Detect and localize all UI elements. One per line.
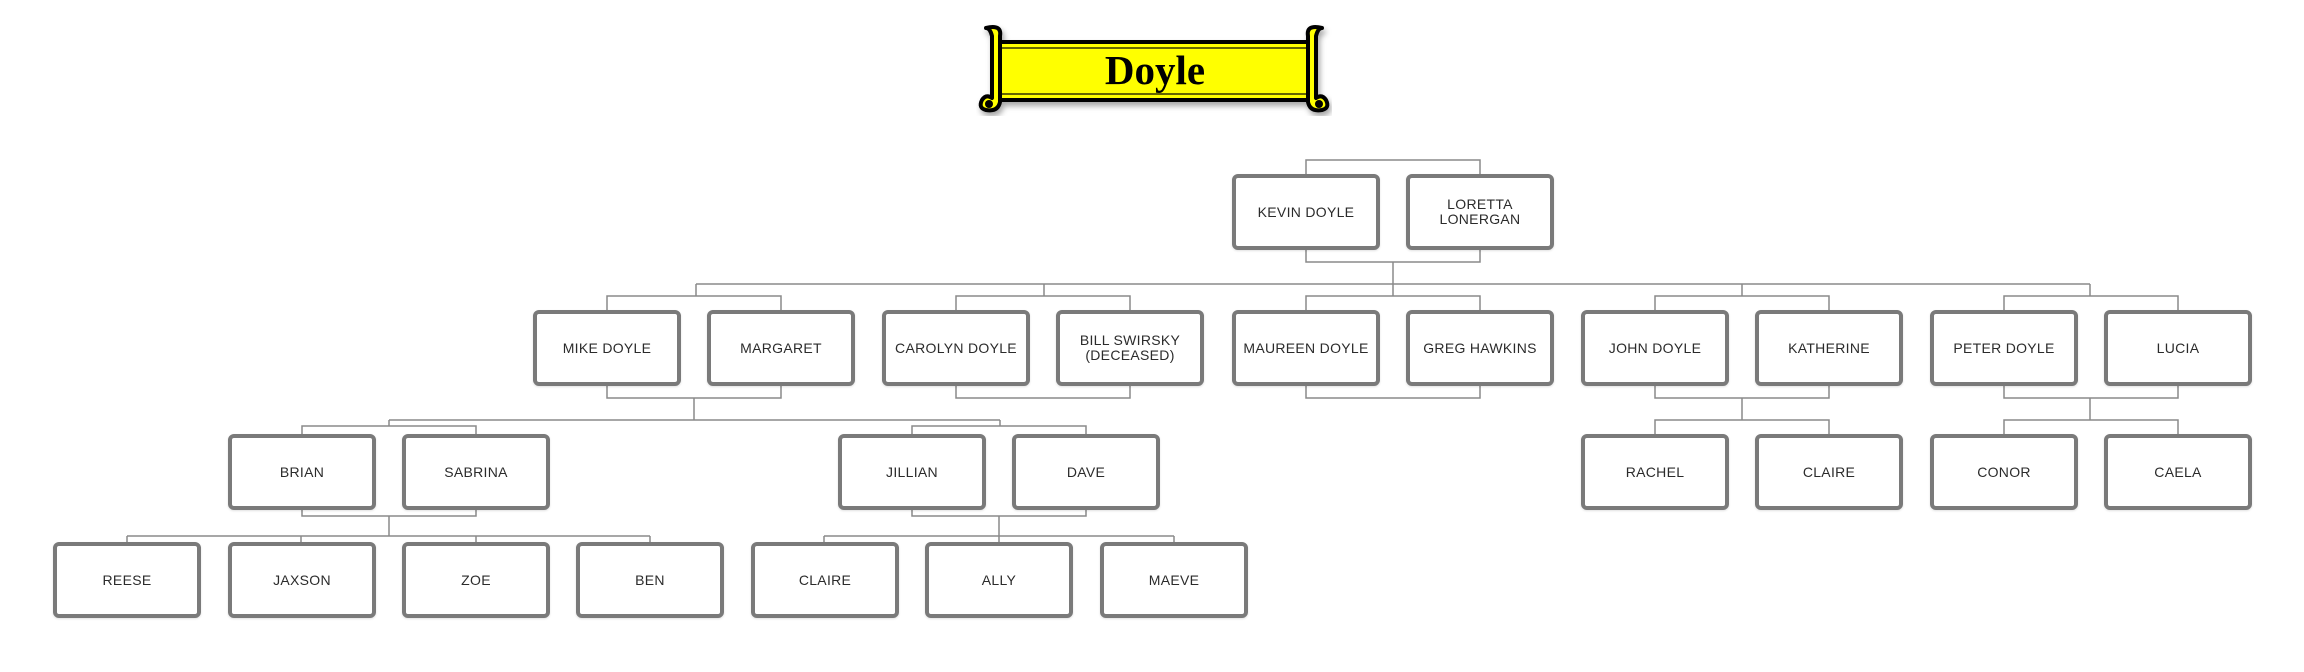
person-maureen-doyle[interactable]: MAUREEN DOYLE <box>1232 310 1380 386</box>
person-ally[interactable]: ALLY <box>925 542 1073 618</box>
person-greg-hawkins[interactable]: GREG HAWKINS <box>1406 310 1554 386</box>
scroll-right-curl <box>1305 25 1330 113</box>
person-jillian[interactable]: JILLIAN <box>838 434 986 510</box>
person-brian[interactable]: BRIAN <box>228 434 376 510</box>
scroll-left-curl <box>978 25 1003 113</box>
person-margaret[interactable]: MARGARET <box>707 310 855 386</box>
person-sabrina[interactable]: SABRINA <box>402 434 550 510</box>
person-zoe[interactable]: ZOE <box>402 542 550 618</box>
person-rachel[interactable]: RACHEL <box>1581 434 1729 510</box>
couple-bracket-top <box>1305 159 1481 174</box>
person-maeve[interactable]: MAEVE <box>1100 542 1248 618</box>
person-reese[interactable]: REESE <box>53 542 201 618</box>
person-caela[interactable]: CAELA <box>2104 434 2252 510</box>
person-jaxson[interactable]: JAXSON <box>228 542 376 618</box>
person-mike-doyle[interactable]: MIKE DOYLE <box>533 310 681 386</box>
person-claire-katherine-line[interactable]: CLAIRE <box>1755 434 1903 510</box>
person-conor[interactable]: CONOR <box>1930 434 2078 510</box>
person-peter-doyle[interactable]: PETER DOYLE <box>1930 310 2078 386</box>
person-lucia[interactable]: LUCIA <box>2104 310 2252 386</box>
person-kevin-doyle[interactable]: KEVIN DOYLE <box>1232 174 1380 250</box>
person-dave[interactable]: DAVE <box>1012 434 1160 510</box>
person-ben[interactable]: BEN <box>576 542 724 618</box>
person-loretta-lonergan[interactable]: LORETTA LONERGAN <box>1406 174 1554 250</box>
person-bill-swirsky[interactable]: BILL SWIRSKY (DECEASED) <box>1056 310 1204 386</box>
person-carolyn-doyle[interactable]: CAROLYN DOYLE <box>882 310 1030 386</box>
title-scroll-banner <box>978 25 1330 113</box>
person-katherine[interactable]: KATHERINE <box>1755 310 1903 386</box>
family-name-title: Doyle <box>1104 47 1206 93</box>
couple-bracket-bottom <box>1305 250 1481 263</box>
person-john-doyle[interactable]: JOHN DOYLE <box>1581 310 1729 386</box>
person-claire-jillian-line[interactable]: CLAIRE <box>751 542 899 618</box>
